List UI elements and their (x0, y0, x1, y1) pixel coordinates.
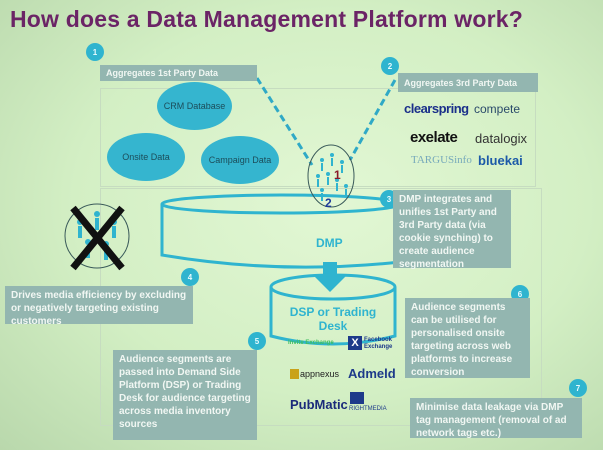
onsite-data-bubble: Onsite Data (107, 133, 185, 181)
admeld-logo: Admeld (348, 366, 396, 381)
step-4-label: Drives media efficiency by excluding or … (5, 286, 193, 327)
bluekai-logo: bluekai (478, 153, 523, 168)
step-7-label: Minimise data leakage via DMP tag manage… (410, 398, 582, 439)
dsp-label: DSP or Trading Desk (289, 305, 377, 333)
excluded-customers-circle (64, 203, 130, 269)
dmp-label: DMP (316, 236, 343, 250)
crm-database-bubble: CRM Database (157, 82, 232, 130)
step-5-label: Audience segments are passed into Demand… (113, 350, 257, 440)
rightmedia-icon (350, 392, 364, 404)
rightmedia-logo: RIGHTMEDIA (349, 406, 387, 412)
audience-circle (307, 144, 355, 208)
people-icon (316, 153, 348, 201)
facebook-exchange-icon: X (348, 336, 362, 350)
dashed-line-1st-party (255, 77, 314, 166)
step-6-label: Audience segments can be utilised for pe… (405, 298, 530, 378)
page-title: How does a Data Management Platform work… (10, 6, 524, 32)
facebook-exchange-logo: Facebook Exchange (364, 337, 393, 350)
appnexus-icon (290, 369, 299, 379)
appnexus-logo: appnexus (300, 369, 340, 379)
targusinfo-logo: TARGUSinfo (411, 154, 472, 166)
dashed-line-3rd-party (348, 79, 397, 161)
step-5-badge: 5 (248, 332, 266, 350)
exelate-logo: exelate (410, 129, 458, 146)
pubmatic-logo: PubMatic (290, 397, 348, 412)
step-7-badge: 7 (569, 379, 587, 397)
clearspring-logo: clearspring (404, 101, 469, 116)
step-4-badge: 4 (181, 268, 199, 286)
step-2-label: Aggregates 3rd Party Data (398, 73, 538, 92)
step-3-label: DMP integrates and unifies 1st Party and… (393, 190, 511, 270)
campaign-data-bubble: Campaign Data (201, 136, 279, 184)
step-1-badge: 1 (86, 43, 104, 61)
compete-logo: compete (474, 102, 521, 116)
datalogix-logo: datalogix (475, 131, 528, 146)
invite-exchange-logo: Invite Exchange (288, 340, 334, 346)
step-1-label: Aggregates 1st Party Data (100, 65, 257, 81)
step-2-badge: 2 (381, 57, 399, 75)
people-label-1: 1 (334, 168, 341, 182)
people-label-2: 2 (325, 196, 332, 210)
cross-icon (70, 205, 125, 271)
dmp-cylinder (160, 204, 402, 269)
